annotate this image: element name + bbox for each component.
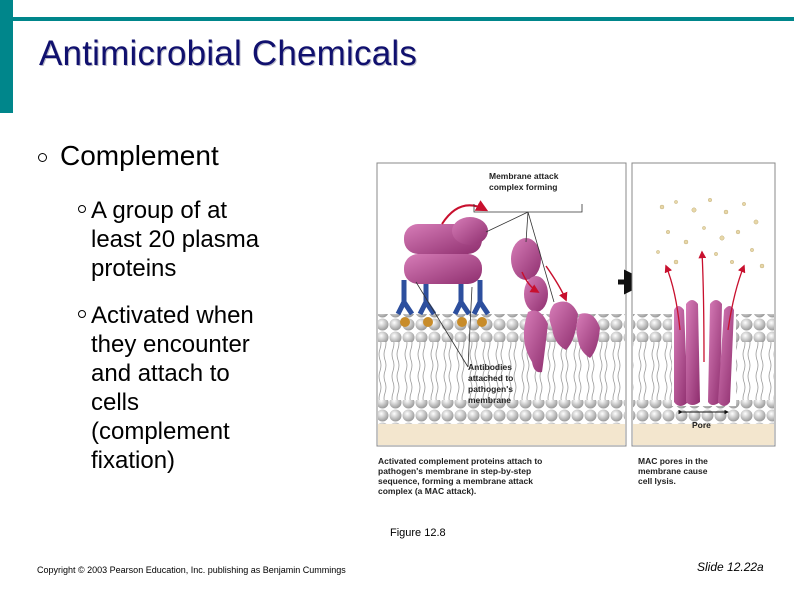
membrane-inner-layer (378, 400, 625, 424)
caption-left: complex (a MAC attack). (378, 486, 476, 496)
bullet-sub-2-line: they encounter (91, 331, 250, 358)
red-arrow-icon (698, 250, 707, 363)
caption-right: cell lysis. (638, 476, 676, 486)
panel-left: Membrane attack complex forming Antibodi… (376, 162, 627, 447)
bullet-sub-1-line: A group of at (91, 197, 228, 224)
bullet-main: Complement (38, 140, 219, 172)
bullet-sub-1-line: least 20 plasma (91, 226, 260, 253)
caption-left: sequence, forming a membrane attack (378, 476, 533, 486)
accent-bar-vertical (0, 0, 13, 113)
complement-protein-icon (404, 217, 600, 373)
bullet-sub-2-line: (complement (91, 418, 230, 445)
label-pore: Pore (692, 420, 711, 430)
panel-right: Pore (631, 162, 776, 447)
figure-caption: Figure 12.8 (390, 527, 446, 539)
red-arrow-icon (664, 264, 681, 331)
bullet-dot-icon (78, 204, 86, 213)
caption-left: Activated complement proteins attach to (378, 456, 542, 466)
copyright-text: Copyright © 2003 Pearson Education, Inc.… (37, 565, 346, 575)
label-antibodies: Antibodies (468, 362, 512, 372)
label-mac-forming: Membrane attack (489, 171, 559, 181)
slide-number: Slide 12.22a (697, 560, 764, 574)
bullet-sub-2-line: and attach to (91, 360, 230, 387)
caption-right: MAC pores in the (638, 456, 708, 466)
debris-icon (656, 198, 765, 269)
caption-right: membrane cause (638, 466, 708, 476)
complement-mac-figure: Membrane attack complex forming Antibodi… (376, 162, 776, 496)
bullet-main-text: Complement (60, 140, 219, 171)
antibody-icon (395, 280, 491, 327)
bullet-sub-1: A group of at least 20 plasma proteins (78, 196, 259, 283)
caption-left: pathogen's membrane in step-by-step (378, 466, 531, 476)
red-arrow-icon (521, 271, 540, 293)
bullet-sub-2-line: cells (91, 389, 140, 416)
bullet-sub-2-line: Activated when (91, 302, 254, 329)
bullet-sub-2: Activated when they encounter and attach… (78, 301, 254, 475)
label-antibodies: attached to (468, 373, 513, 383)
bullet-dot-icon (38, 153, 47, 163)
label-antibodies: pathogen's (468, 384, 513, 394)
slide-title: Antimicrobial Chemicals (39, 34, 418, 73)
label-antibodies: membrane (468, 395, 511, 405)
mac-pore-icon (674, 300, 734, 406)
red-arrow-icon (727, 264, 746, 331)
label-mac-forming: complex forming (489, 182, 557, 192)
accent-bar-horizontal (13, 17, 794, 21)
red-arrow-icon (441, 200, 489, 225)
red-arrow-icon (545, 265, 568, 302)
bullet-sub-2-line: fixation) (91, 447, 176, 474)
bullet-dot-icon (78, 309, 86, 318)
bullet-sub-1-line: proteins (91, 255, 177, 282)
